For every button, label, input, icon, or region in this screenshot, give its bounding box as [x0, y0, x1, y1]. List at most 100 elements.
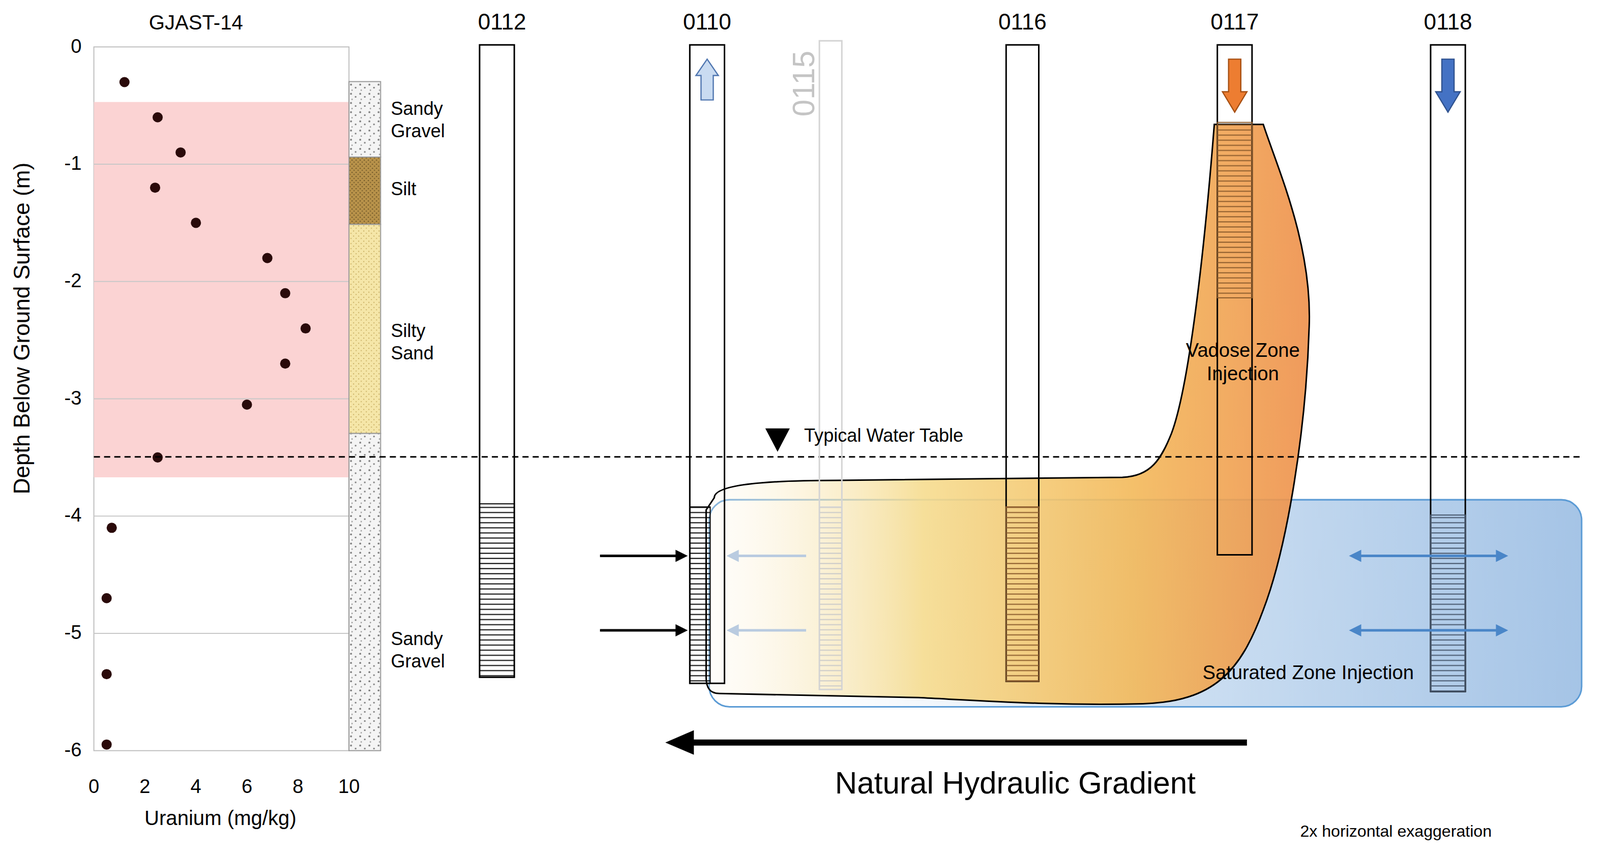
well-id: 0115 — [785, 50, 823, 117]
well-screen — [1430, 515, 1466, 692]
well: 0115 — [819, 40, 842, 690]
lithology-label: Sandy Gravel — [390, 98, 470, 143]
data-point — [106, 522, 117, 533]
spreading-arrow — [1358, 629, 1498, 632]
axis-title: Depth Below Ground Surface (m) — [9, 162, 37, 495]
data-point — [300, 323, 311, 334]
well: 0116 — [1005, 44, 1039, 682]
well-id: 0110 — [683, 9, 732, 37]
data-point — [175, 147, 186, 158]
tick-label: 2 — [139, 776, 151, 800]
data-point — [152, 112, 163, 123]
tick-label: -4 — [64, 504, 82, 528]
capture-arrow — [726, 549, 807, 637]
tick-label: 8 — [292, 776, 304, 800]
zone-label: Saturated Zone Injection — [1201, 661, 1416, 686]
well-screen — [819, 507, 842, 690]
hydraulic-gradient-arrow — [665, 730, 694, 756]
lithology-label: Silt — [390, 179, 417, 201]
tick-label: 4 — [190, 776, 202, 800]
tick-label: -6 — [64, 739, 82, 763]
inflow-arrow — [675, 624, 688, 637]
well-casing — [689, 44, 725, 684]
axis-title: Uranium (mg/kg) — [144, 806, 297, 831]
spreading-arrow — [1348, 549, 1508, 637]
well: 0112 — [479, 44, 515, 678]
water-table-label: Typical Water Table — [804, 425, 964, 448]
data-point — [262, 253, 273, 264]
well-casing — [479, 44, 515, 678]
data-point — [242, 399, 253, 410]
capture-arrow — [726, 624, 739, 637]
water-table-symbol — [765, 428, 790, 453]
inflow-arrow — [600, 549, 689, 637]
inflow-arrow — [675, 549, 688, 562]
well-id: 0117 — [1210, 9, 1259, 37]
tick-label: 10 — [338, 776, 360, 800]
data-point — [101, 593, 112, 604]
extraction-arrow — [695, 58, 719, 100]
zone-label: Vadose Zone Injection — [1182, 339, 1303, 387]
capture-arrow — [736, 554, 807, 558]
inflow-arrow — [600, 629, 678, 632]
data-point — [280, 358, 291, 369]
plot-area — [94, 46, 350, 751]
grid-line — [94, 515, 350, 517]
tick-label: 0 — [88, 776, 100, 800]
contaminated-band — [94, 102, 350, 478]
tick-label: -3 — [64, 387, 82, 411]
grid-line — [94, 281, 350, 283]
hydraulic-gradient-arrow — [665, 730, 1248, 756]
well-screen — [479, 122, 1466, 693]
well-casing — [819, 40, 842, 690]
well-id: 0112 — [478, 9, 527, 37]
spreading-arrow — [1495, 624, 1508, 637]
tick-label: 0 — [70, 35, 82, 59]
water-table-line — [94, 456, 1582, 458]
well: 0118 — [1430, 44, 1466, 692]
well-screen — [1217, 122, 1253, 299]
lithology-column — [348, 433, 381, 752]
chart-title: GJAST-14 — [149, 10, 244, 35]
lithology-column — [348, 224, 381, 434]
data-point — [101, 739, 112, 751]
well-id: 0116 — [998, 9, 1047, 37]
data-point — [119, 76, 130, 87]
tick-label: -5 — [64, 621, 82, 646]
lithology-label: Silty Sand — [390, 320, 458, 366]
injection-arrow — [1222, 58, 1248, 112]
data-point — [190, 217, 201, 228]
uranium-profile-chart — [94, 46, 381, 751]
capture-arrow — [726, 549, 739, 562]
data-point — [101, 669, 112, 680]
well-casing — [1430, 44, 1466, 692]
injection-arrow — [1435, 58, 1461, 112]
plume-region: Vadose Zone Injection — [1182, 339, 1303, 387]
spreading-arrow — [1348, 624, 1361, 637]
well-screen — [1005, 507, 1039, 682]
lithology-label: Sandy Gravel — [390, 629, 470, 674]
capture-arrow — [736, 629, 807, 632]
well-casing — [1217, 44, 1253, 555]
well-id: 0118 — [1424, 9, 1473, 37]
hydraulic-gradient-arrow — [689, 739, 1247, 747]
grid-line — [94, 398, 350, 400]
well-casing — [1005, 44, 1039, 682]
plume-region: Saturated Zone Injection — [1201, 661, 1416, 686]
tick-label: -2 — [64, 270, 82, 294]
well-casing — [479, 44, 1466, 692]
spreading-arrow — [1348, 549, 1361, 562]
well-screen — [689, 507, 710, 684]
grid-line — [94, 163, 350, 165]
grid-line — [94, 633, 350, 635]
data-point — [101, 76, 311, 750]
grid-line — [94, 164, 350, 634]
note: 2x horizontal exaggeration — [1299, 821, 1492, 842]
data-point — [280, 288, 291, 299]
gradient-label: Natural Hydraulic Gradient — [835, 765, 1196, 803]
well: 0117 — [1217, 44, 1253, 555]
well-screen — [479, 504, 515, 678]
